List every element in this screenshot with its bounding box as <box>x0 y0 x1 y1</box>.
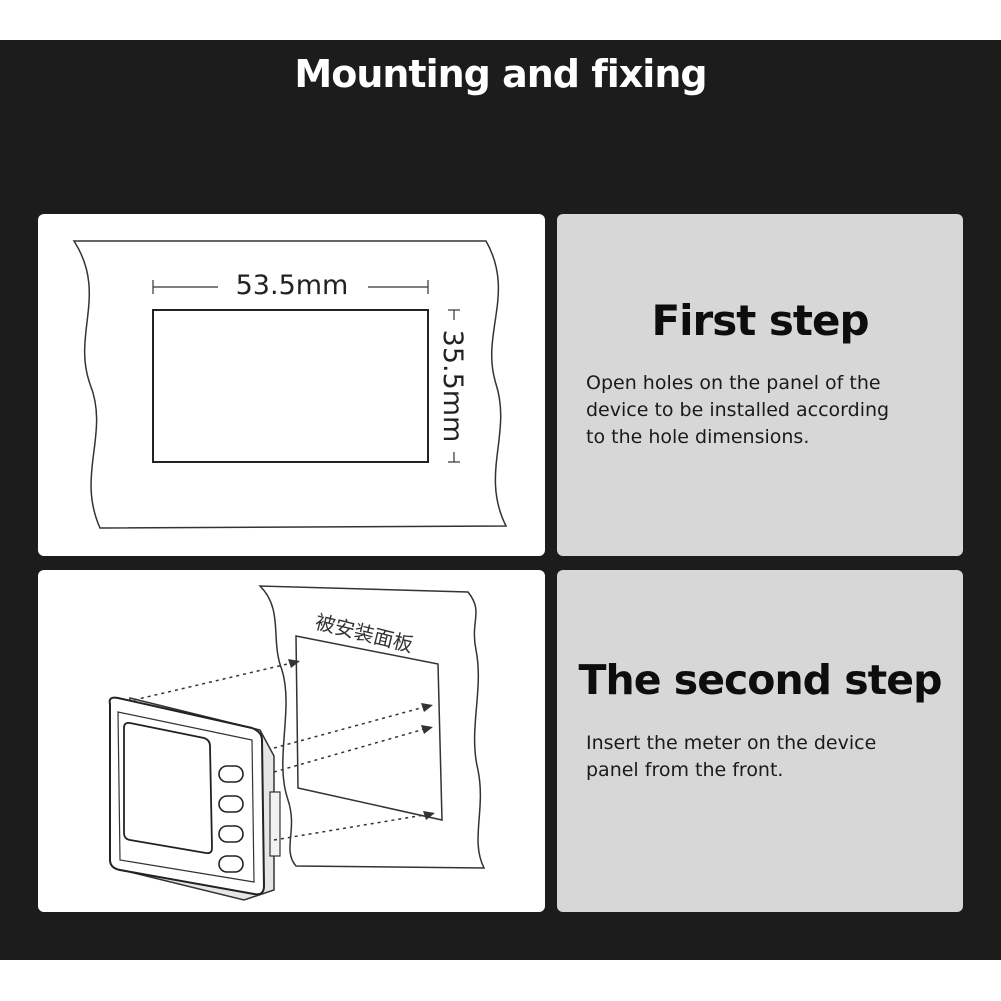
step2-diagram-card: 被安装面板 <box>38 570 545 912</box>
insertion-arrow-1 <box>133 661 297 701</box>
arrow-head-1 <box>288 659 300 668</box>
insertion-arrow-2 <box>273 705 429 749</box>
meter-button-1 <box>218 765 244 783</box>
step1-text-card: First step Open holes on the panel of th… <box>557 214 963 556</box>
insertion-arrow-3 <box>273 727 429 773</box>
step2-description-line: Insert the meter on the device <box>586 732 877 754</box>
step2-description-line: panel from the front. <box>586 759 784 781</box>
step1-diagram-card: 53.5mm 35.5mm <box>38 214 545 556</box>
page-title: Mounting and fixing <box>294 52 707 96</box>
width-dimension-label: 53.5mm <box>236 270 349 301</box>
step2-diagram: 被安装面板 <box>108 585 486 901</box>
height-dimension-label: 35.5mm <box>437 330 468 443</box>
cutout-hole <box>152 309 429 463</box>
panel-cutout-hole <box>295 635 443 821</box>
step1-description: Open holes on the panel of the device to… <box>586 370 889 451</box>
arrow-head-4 <box>423 811 435 820</box>
arrow-head-3 <box>421 725 433 734</box>
meter-button-4 <box>218 855 244 873</box>
step1-diagram: 53.5mm 35.5mm <box>72 240 508 529</box>
arrow-head-2 <box>421 703 433 712</box>
insertion-arrow-4 <box>273 813 431 841</box>
meter-button-3 <box>218 825 244 843</box>
step1-title: First step <box>651 296 869 345</box>
step1-description-line: device to be installed according <box>586 399 890 421</box>
meter-inner-frame <box>117 711 255 883</box>
step2-description: Insert the meter on the device panel fro… <box>586 730 876 784</box>
step2-title: The second step <box>578 656 943 704</box>
step1-description-line: to the hole dimensions. <box>586 426 810 448</box>
meter-rear-connector <box>269 791 281 857</box>
meter-screen <box>123 721 213 855</box>
step2-text-card: The second step Insert the meter on the … <box>557 570 963 912</box>
meter-button-2 <box>218 795 244 813</box>
step1-description-line: Open holes on the panel of the <box>586 372 881 394</box>
